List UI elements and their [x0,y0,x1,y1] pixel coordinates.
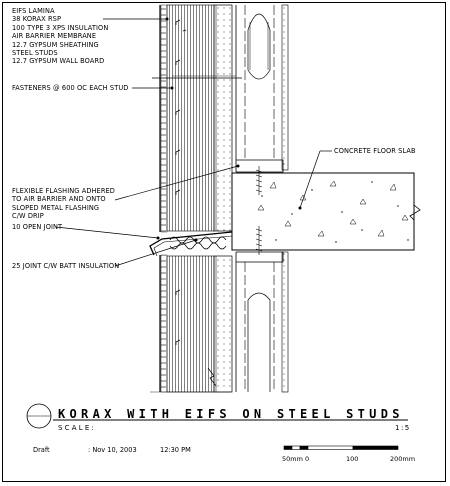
scale-label: SCALE: [58,424,97,432]
note-flashing-1: FLEXIBLE FLASHING ADHERED [12,187,115,195]
note-flashing-2: TO AIR BARRIER AND ONTO [12,195,106,204]
top-track [236,159,284,173]
note-batt-joint: 25 JOINT C/W BATT INSULATION [12,262,120,270]
note-flashing-3: SLOPED METAL FLASHING [12,203,100,212]
sheathing-upper [213,4,233,232]
note-gypsum-wall-board: 12.7 GYPSUM WALL BOARD [12,57,105,66]
rsp-board-upper [160,4,168,233]
xps-insulation-upper [166,4,215,232]
bottom-track [236,251,284,263]
sheathing-lower [213,255,233,393]
note-xps-insulation: 100 TYPE 3 XPS INSULATION [12,23,109,32]
drawing-title: KORAX WITH EIFS ON STEEL STUDS [58,407,404,421]
gypsum-wall-board-upper [281,4,289,171]
rsp-board-lower [160,254,168,393]
fasteners [152,75,242,79]
note-open-joint: 10 OPEN JOINT [12,223,63,231]
note-gypsum-sheathing: 12.7 GYPSUM SHEATHING [12,40,99,49]
draft-date: : Nov 10, 2003 [88,446,137,454]
slab-aggregate [257,180,409,237]
flashing-note: FLEXIBLE FLASHING ADHERED TO AIR BARRIER… [12,187,115,221]
note-concrete-slab: CONCRETE FLOOR SLAB [334,147,416,155]
note-fasteners: FASTENERS @ 600 OC EACH STUD [12,84,129,92]
drawing-frame [2,2,446,482]
layer-notes: EIFS LAMINA 38 KORAX RSP 100 TYPE 3 XPS … [12,7,108,66]
slab-anchors [255,166,263,255]
scale-bar-label-0: 0 [305,455,310,463]
note-eifs-lamina: EIFS LAMINA [12,7,55,15]
draft-time: 12:30 PM [160,446,191,454]
stud-end-cap [247,13,271,80]
note-steel-studs: STEEL STUDS [12,49,58,58]
scale-ratio: 1:5 [395,424,411,432]
xps-insulation-lower [166,255,215,393]
scale-bar-label-100: 100 [346,455,359,463]
scale-bar-label-200mm: 200mm [390,455,416,463]
note-flashing-4: C/W DRIP [12,212,44,221]
scale-bar-label-50mm: 50mm [282,455,303,463]
scale-bar [283,445,399,450]
note-korax-rsp: 38 KORAX RSP [12,15,62,24]
draft-label: Draft [33,446,50,454]
concrete-floor-slab [231,172,415,251]
gypsum-wall-board-lower [281,251,289,393]
note-air-barrier: AIR BARRIER MEMBRANE [12,32,97,41]
leader-lines [55,18,332,267]
sloped-metal-flashing [149,231,233,256]
